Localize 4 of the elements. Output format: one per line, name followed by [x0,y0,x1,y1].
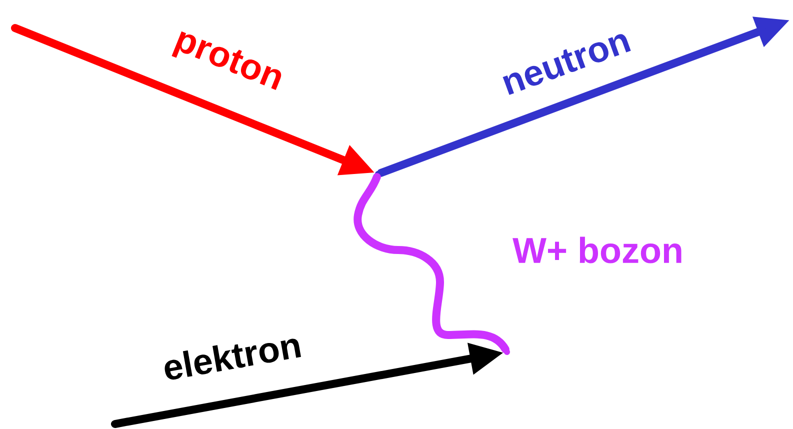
edge-label: elektron [164,338,301,380]
edge-label: neutron [502,34,631,95]
edge-label: proton [172,31,282,90]
edge-label: W+ bozon [512,236,682,264]
